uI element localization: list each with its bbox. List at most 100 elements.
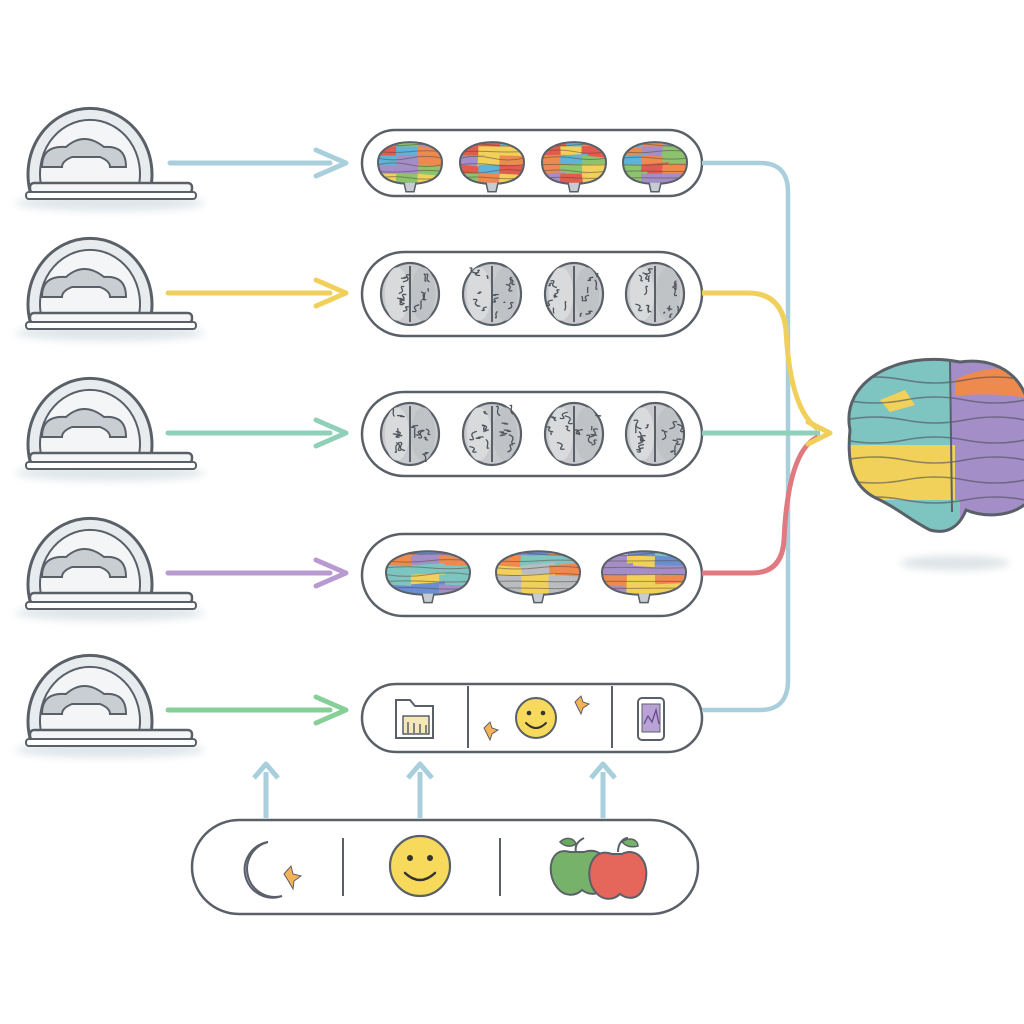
brain-stem <box>648 182 662 193</box>
brain-shadow <box>900 556 1010 570</box>
brain-sulcus <box>491 297 499 303</box>
arrow-head <box>313 694 349 726</box>
brain-gyrus-line <box>460 155 524 161</box>
brain-gyrus-line <box>542 169 606 174</box>
brain-image <box>543 261 605 327</box>
brain-sulcus <box>663 311 666 314</box>
brain-sulcus <box>418 429 425 439</box>
brain-stem <box>637 593 651 604</box>
brain-region <box>395 173 424 184</box>
brain-sulcus <box>507 301 514 310</box>
brain-stem <box>567 182 581 193</box>
brain-gyrus-line <box>378 150 442 153</box>
brain-gyrus-line <box>848 436 1024 444</box>
brain-sulcus <box>475 436 484 439</box>
scanner-coil <box>40 268 128 298</box>
smiley-eye <box>526 710 532 716</box>
brain-sulcus <box>400 276 408 279</box>
brain-sulcus <box>425 428 431 436</box>
brain-left-hemisphere <box>548 407 574 461</box>
brain-sulcus <box>581 295 584 302</box>
brain-sulcus <box>415 429 424 436</box>
brain-sulcus <box>638 431 643 442</box>
brain-sulcus <box>473 272 481 277</box>
smiley-icon <box>388 834 452 898</box>
brain-sulcus <box>590 433 598 436</box>
brain-gyrus-line <box>386 566 470 570</box>
brain-sulcus <box>477 291 482 294</box>
input-arrow <box>167 147 349 179</box>
apple-leaf <box>558 837 577 847</box>
brain-outline <box>458 141 526 185</box>
brain-sulcus <box>594 279 598 290</box>
brain-sulcus <box>647 275 650 282</box>
brain-stem <box>421 593 435 604</box>
brain-gyrus-line <box>460 150 524 153</box>
brain-sulcus <box>486 275 489 279</box>
merge-arrow-head <box>805 419 833 447</box>
brain-right-hemisphere <box>410 407 436 461</box>
scanner-base <box>25 191 197 200</box>
brain-sulcus <box>586 434 593 444</box>
brain-sulcus <box>554 289 560 295</box>
brain-sulcus <box>645 424 650 429</box>
brain-sulcus <box>492 293 499 296</box>
brain-gyrus-line <box>386 559 470 563</box>
arrow-head <box>313 277 349 309</box>
sparkle-icon <box>483 721 500 742</box>
fused-brain-output <box>847 357 1024 570</box>
brain-gyrus-line <box>848 376 1024 384</box>
brain-sulcus <box>545 299 553 307</box>
brain-sulcus <box>482 411 488 415</box>
brain-sulcus <box>552 417 557 422</box>
brain-outline <box>621 141 689 185</box>
brain-sulcus <box>559 411 568 420</box>
arrow-head <box>313 417 349 449</box>
brain-gyrus-line <box>378 155 442 161</box>
brain-image <box>379 261 441 327</box>
brain-sulcus <box>673 444 677 456</box>
input-arrow <box>165 557 349 589</box>
brain-gyrus-line <box>386 580 470 583</box>
brain-sulcus <box>668 313 673 318</box>
red-apple <box>588 851 648 900</box>
smiley-mouth <box>403 871 437 882</box>
brain-gyrus-line <box>623 170 687 173</box>
brain-sulcus <box>396 297 404 306</box>
arrow-head <box>406 761 434 780</box>
brain-gyrus-line <box>496 580 580 583</box>
brain-gyrus-line <box>378 169 442 173</box>
smiley-eye <box>407 855 413 861</box>
brain-image <box>624 261 686 327</box>
brain-sulcus <box>508 434 516 445</box>
apple-leaf <box>620 838 639 848</box>
brain-sulcus <box>495 405 501 417</box>
folder-sheet <box>402 715 430 735</box>
brain-sulcus <box>546 426 554 433</box>
arrow-head <box>313 557 349 589</box>
scanner-coil <box>40 548 128 578</box>
brain-left-hemisphere <box>384 407 410 461</box>
brain-outline <box>540 141 608 185</box>
brain-sulcus <box>423 454 427 463</box>
apple-icon <box>549 837 648 900</box>
brain-sulcus <box>402 306 409 312</box>
smiley-face <box>388 834 452 898</box>
smiley-eye <box>427 855 433 861</box>
brain-sulcus <box>677 423 685 433</box>
brain-outline <box>600 550 688 596</box>
brain-sulcus <box>494 311 498 319</box>
brain-gyrus-line <box>623 163 687 166</box>
brain-sulcus <box>564 301 567 311</box>
scanner-coil <box>40 408 128 438</box>
brain-sulcus <box>475 269 480 274</box>
sparkle-icon <box>574 695 591 716</box>
brain-sulcus <box>398 441 406 452</box>
brain-sulcus <box>585 310 593 315</box>
mri-scanner-icon <box>15 236 205 341</box>
brain-outline <box>384 550 472 596</box>
brain-sulcus <box>583 294 590 302</box>
brain-region <box>640 162 669 178</box>
brain-sulcus <box>394 443 399 453</box>
brain-sulcus <box>552 307 555 314</box>
